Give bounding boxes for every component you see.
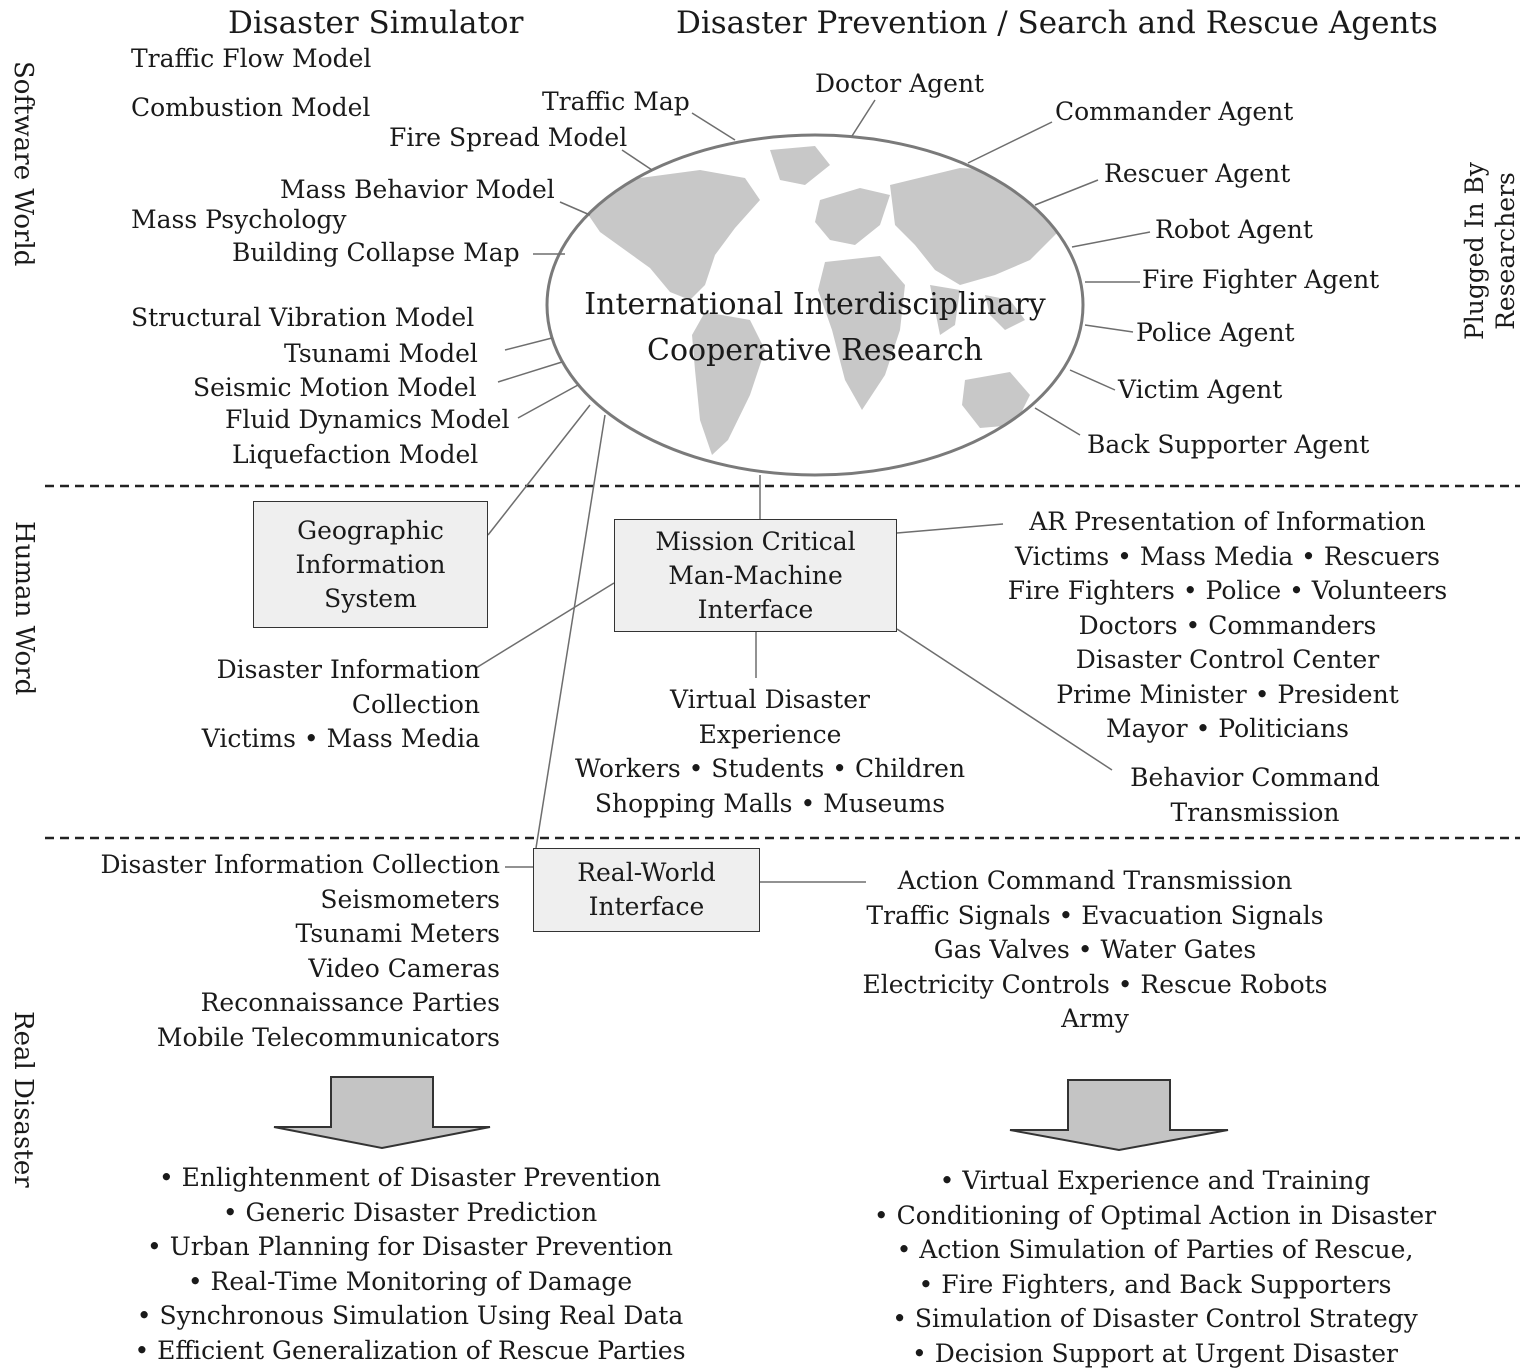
model-tsunami: Tsunami Model xyxy=(284,339,478,368)
model-building-collapse: Building Collapse Map xyxy=(232,238,520,267)
world-map-icon xyxy=(585,146,1070,455)
agent-fire-fighter: Fire Fighter Agent xyxy=(1142,265,1380,294)
header-prevention-agents: Disaster Prevention / Search and Rescue … xyxy=(676,5,1438,41)
model-traffic-map: Traffic Map xyxy=(542,87,690,116)
model-traffic-flow: Traffic Flow Model xyxy=(131,44,372,73)
model-mass-behavior: Mass Behavior Model xyxy=(280,175,555,204)
agent-commander: Commander Agent xyxy=(1055,97,1294,126)
side-label-plugged-in: Plugged In By Researchers Worldwide xyxy=(1460,161,1520,341)
side-label-real-disaster: Real Disaster xyxy=(8,1011,38,1188)
side-label-human-word: Human Word xyxy=(9,521,39,696)
model-mass-psychology: Mass Psychology xyxy=(131,205,347,234)
outcomes-left-list: • Enlightenment of Disaster Prevention• … xyxy=(134,1163,686,1365)
model-structural-vibration: Structural Vibration Model xyxy=(131,303,475,332)
model-fire-spread: Fire Spread Model xyxy=(389,123,628,152)
model-combustion: Combustion Model xyxy=(131,93,371,122)
agent-rescuer: Rescuer Agent xyxy=(1104,159,1291,188)
outcomes-right-list: • Virtual Experience and Training• Condi… xyxy=(873,1166,1437,1368)
down-arrow-right-icon xyxy=(1009,1079,1229,1152)
header-disaster-simulator: Disaster Simulator xyxy=(228,5,524,41)
agent-police: Police Agent xyxy=(1136,318,1295,347)
agent-victim: Victim Agent xyxy=(1118,375,1283,404)
agent-back-supporter: Back Supporter Agent xyxy=(1087,430,1370,459)
model-seismic-motion: Seismic Motion Model xyxy=(193,373,477,402)
globe-caption: International Interdisciplinary Cooperat… xyxy=(584,287,1046,368)
globe-outline xyxy=(545,133,1085,477)
side-label-software-world: Software World xyxy=(8,61,38,267)
model-liquefaction: Liquefaction Model xyxy=(232,440,479,469)
down-arrow-left-icon xyxy=(273,1076,491,1150)
agent-doctor: Doctor Agent xyxy=(815,69,985,98)
model-fluid-dynamics: Fluid Dynamics Model xyxy=(225,405,510,434)
agent-robot: Robot Agent xyxy=(1155,215,1313,244)
